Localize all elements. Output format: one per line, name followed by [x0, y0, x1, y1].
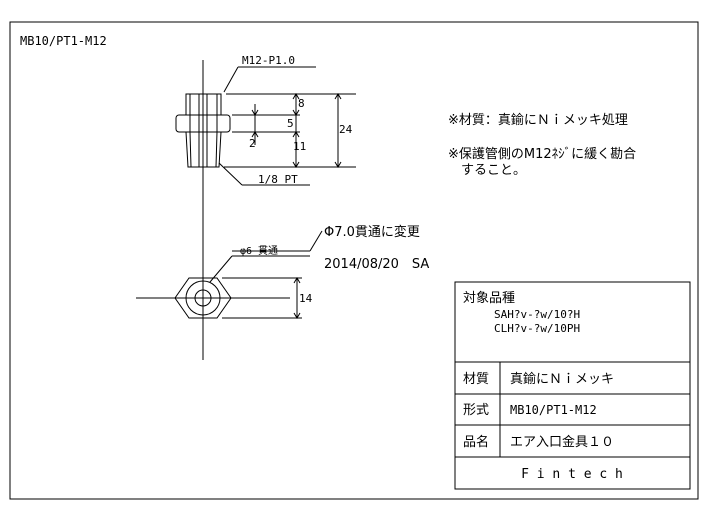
title-block [454, 281, 691, 490]
dim-stack [224, 93, 356, 168]
note-assembly-cont: すること。 [448, 163, 526, 178]
bottom-thread-line-left [189, 131, 192, 168]
note-material: ※材質：真鍮にＮｉメッキ処理 [448, 112, 628, 128]
dim-2: 2 [249, 137, 256, 150]
label-bottom-thread: 1/8 PT [258, 173, 298, 186]
leader-top-thread [223, 66, 316, 93]
dim-8: 8 [298, 97, 305, 110]
material-label: 材質 [463, 372, 489, 387]
bore-original-label: φ6 貫通 [240, 245, 278, 257]
drawing-id: MB10/PT1-M12 [20, 34, 107, 48]
hex-inscribed-circle [185, 280, 221, 316]
name-label: 品名 [463, 434, 489, 450]
model-label: 形式 [463, 403, 489, 418]
company-name: F i n t e c h [521, 467, 623, 482]
bottom-thread-body [185, 131, 222, 168]
revision-note: 2014/08/20 SA [324, 257, 429, 272]
dim-5: 5 [287, 117, 294, 130]
bore-circle [194, 289, 212, 307]
material-value: 真鍮にＮｉメッキ [510, 371, 614, 387]
note-assembly: ※保護管側のM12ﾈｼﾞに緩く勘合 [448, 146, 636, 162]
target-label: 対象品種 [463, 290, 515, 306]
target-item-2: CLH?v-?w/10PH [494, 322, 580, 335]
target-item-1: SAH?v-?w/10?H [494, 308, 580, 321]
bore-change-note: Φ7.0貫通に変更 [324, 224, 420, 240]
bottom-thread-line-right [215, 131, 218, 168]
end-view [136, 232, 302, 360]
frame-border [9, 21, 699, 500]
hex-outline [174, 277, 232, 319]
dim-24: 24 [339, 123, 353, 136]
dim-14: 14 [299, 292, 313, 305]
name-value: エア入口金具１０ [510, 434, 614, 450]
model-value: MB10/PT1-M12 [510, 403, 597, 417]
leader-bottom-thread [218, 162, 310, 186]
side-view [175, 60, 231, 232]
dim-11: 11 [293, 140, 306, 153]
label-top-thread: M12-P1.0 [242, 54, 295, 67]
